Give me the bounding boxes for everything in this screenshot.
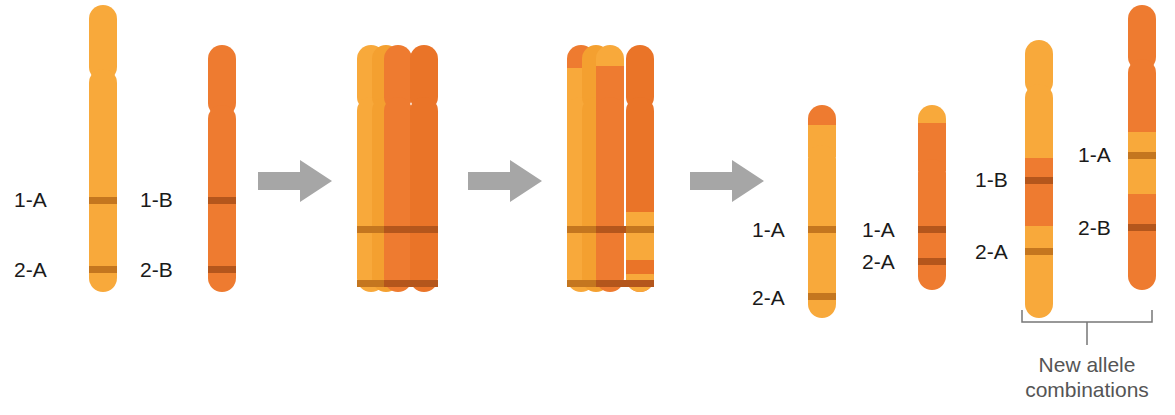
allele-label: 2-B (1078, 216, 1111, 240)
bracket (1022, 310, 1152, 345)
allele-label: 1-A (862, 218, 895, 242)
caption-label: New allele combinations (1007, 352, 1167, 402)
allele-label: 2-B (140, 258, 173, 282)
allele-label: 2-A (975, 240, 1008, 264)
allele-label: 2-A (14, 258, 47, 282)
step-arrow (690, 160, 764, 202)
paired-chromosomes (357, 45, 438, 292)
allele-label: 2-A (862, 250, 895, 274)
allele-label: 1-B (140, 188, 173, 212)
allele-label: 1-A (1078, 143, 1111, 167)
crossed-chromosomes (567, 45, 654, 292)
allele-label: 1-A (752, 218, 785, 242)
chromosome (1025, 40, 1053, 318)
allele-label: 1-A (14, 188, 47, 212)
chromosome (1128, 5, 1156, 290)
chromosome (208, 45, 236, 292)
allele-label: 1-B (975, 168, 1008, 192)
allele-label: 2-A (752, 286, 785, 310)
chromosome (89, 5, 117, 292)
step-arrow (258, 160, 332, 202)
chromosome (918, 105, 946, 290)
chromosome (808, 105, 836, 318)
step-arrow (468, 160, 542, 202)
